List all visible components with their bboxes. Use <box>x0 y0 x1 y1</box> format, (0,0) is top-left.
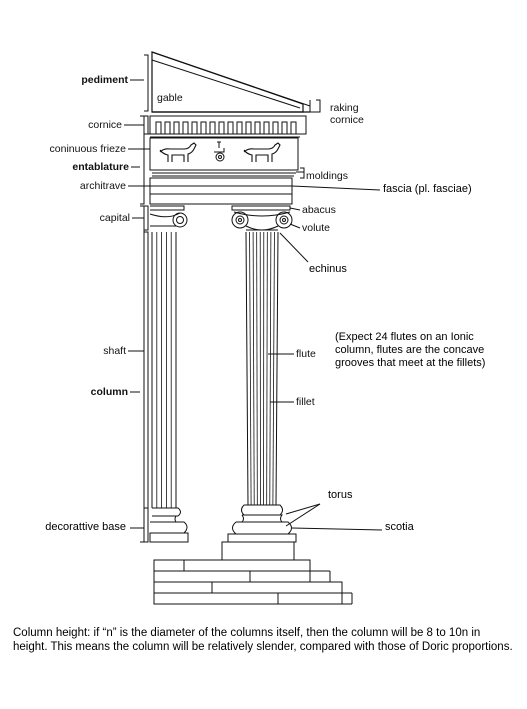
pediment-drawing <box>150 51 311 117</box>
label-echinus: echinus <box>309 263 347 275</box>
architrave-drawing <box>149 177 293 205</box>
right-column-drawing <box>227 205 297 543</box>
footer-note: Column height: if “n” is the diameter of… <box>13 627 513 653</box>
label-base: decorattive base <box>45 521 126 533</box>
label-raking-cornice: cornice <box>330 114 364 126</box>
cornice-drawing <box>148 115 307 138</box>
label-torus: torus <box>328 489 353 501</box>
label-gable: gable <box>157 92 183 104</box>
label-column: column <box>90 386 128 398</box>
label-frieze: coninuous frieze <box>49 143 126 155</box>
steps-drawing <box>153 541 353 605</box>
label-abacus: abacus <box>302 204 336 216</box>
label-scotia: scotia <box>385 521 414 533</box>
label-fillet: fillet <box>296 396 315 408</box>
label-cornice: cornice <box>88 119 122 131</box>
frieze-drawing <box>149 137 299 177</box>
right-leaders <box>268 99 383 531</box>
label-architrave: architrave <box>79 180 126 192</box>
label-entablature: entablature <box>72 161 129 173</box>
label-capital: capital <box>99 212 130 224</box>
label-shaft: shaft <box>103 345 126 357</box>
left-column-drawing <box>149 205 189 543</box>
label-raking: raking <box>330 102 359 114</box>
label-flute: flute <box>296 348 316 360</box>
label-pediment: pediment <box>81 74 128 86</box>
flutes-note: (Expect 24 flutes on an Ionic column, fl… <box>335 331 486 369</box>
left-brackets <box>124 54 150 543</box>
label-volute: volute <box>302 222 331 234</box>
label-moldings: moldings <box>306 170 349 182</box>
label-fascia: fascia (pl. fasciae) <box>383 183 472 195</box>
